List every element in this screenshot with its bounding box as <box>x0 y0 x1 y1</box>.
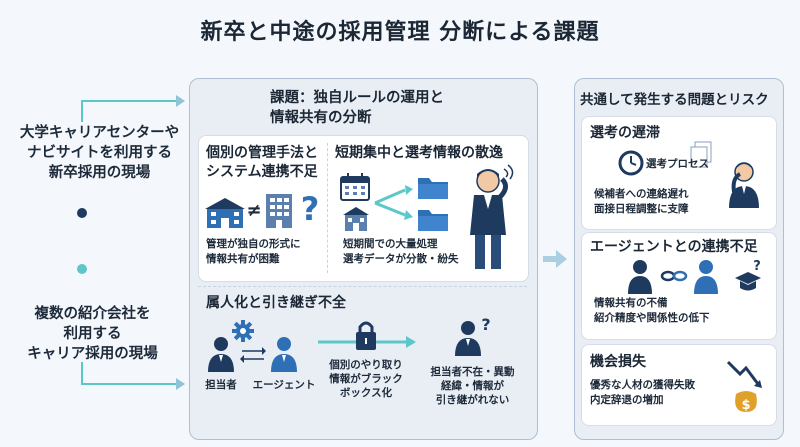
not-equal-symbol: ≠ <box>246 200 262 221</box>
agent-person-icon <box>271 337 297 372</box>
absent-text-line-2: 経緯・情報が <box>441 380 504 392</box>
career-line-1: 複数の紹介会社を <box>34 306 151 322</box>
card1-title: 個別の管理手法と システム連携不足 <box>206 144 326 182</box>
risk-card-agent-desc: 情報共有の不備 紹介精度や関係性の低下 <box>594 296 769 326</box>
lock-text: 個別のやり取り 情報がブラック ボックス化 <box>322 358 410 400</box>
card1-desc-line-2: 情報共有が困難 <box>206 253 280 265</box>
scatter-arrows-icon <box>374 185 413 220</box>
top-connector-horizontal <box>81 100 176 102</box>
bottom-connector-arrow <box>176 378 185 390</box>
card3-title: 属人化と引き継ぎ不全 <box>206 295 346 311</box>
absent-text: 担当者不在・異動 経緯・情報が 引き継がれない <box>420 365 525 407</box>
folder-icon <box>418 178 448 199</box>
bottom-connector-vertical <box>81 362 83 384</box>
center-title-line-2: 情報共有の分断 <box>270 110 372 126</box>
svg-text:?: ? <box>753 259 761 274</box>
card1-title-line-2: システム連携不足 <box>206 164 318 180</box>
svg-text:?: ? <box>481 315 490 334</box>
gear-icon <box>232 320 254 342</box>
card-split-divider <box>327 143 328 273</box>
small-building-icon <box>343 207 369 231</box>
person1-label: 担当者 <box>205 379 237 391</box>
risk-card-opportunity-desc: 優秀な人材の獲得失敗 内定辞退の増加 <box>590 378 725 408</box>
people-broken-link-icon <box>628 260 718 294</box>
card2-desc: 短期間での大量処理 選考データが分散・紛失 <box>343 237 473 267</box>
school-building-icon <box>205 198 245 228</box>
person-icon <box>208 337 234 372</box>
card2-title: 短期集中と選考情報の散逸 <box>335 145 503 161</box>
newgrad-scene-label: 大学キャリアセンターや ナビサイトを利用する 新卒採用の現場 <box>12 123 187 183</box>
risk-card-delay-desc: 候補者への連絡遅れ 面接日程調整に支障 <box>594 187 729 217</box>
exchange-arrows-icon <box>240 347 266 363</box>
risk-card-delay-desc-2: 面接日程調整に支障 <box>594 203 689 215</box>
center-panel-title: 課題：独自ルールの運用と 情報共有の分断 <box>270 88 510 128</box>
graduation-cap-icon: ? <box>735 259 761 291</box>
career-dot <box>77 264 87 274</box>
card2-desc-line-1: 短期間での大量処理 <box>343 238 438 250</box>
worried-person-icon <box>729 162 759 208</box>
risk-card-agent-title: エージェントとの連携不足 <box>590 239 758 255</box>
card2-desc-line-2: 選考データが分散・紛失 <box>343 253 459 265</box>
lock-text-line-1: 個別のやり取り <box>329 359 403 371</box>
person2-label: エージェント <box>252 379 316 391</box>
risk-card-delay-desc-1: 候補者への連絡遅れ <box>594 188 689 200</box>
top-connector-arrow <box>176 95 185 107</box>
svg-text:$: $ <box>741 398 750 413</box>
newgrad-line-2: ナビサイトを利用する <box>27 145 172 161</box>
newgrad-line-3: 新卒採用の現場 <box>48 165 151 181</box>
page-title: 新卒と中途の採用管理 分断による課題 <box>200 20 600 45</box>
folder-icon <box>418 210 448 231</box>
risk-card-agent <box>581 232 777 340</box>
career-scene-label: 複数の紹介会社を 利用する キャリア採用の現場 <box>5 304 180 364</box>
career-line-2: 利用する <box>63 326 122 342</box>
absent-text-line-3: 引き継がれない <box>435 394 510 406</box>
lock-arrow-icon <box>318 321 416 350</box>
office-building-icon <box>266 194 292 228</box>
question-mark-icon: ? <box>301 190 320 228</box>
svg-text:?: ? <box>301 190 320 228</box>
card1-desc: 管理が独自の形式に 情報共有が困難 <box>206 237 326 267</box>
risk-card-opportunity-title: 機会損失 <box>590 354 646 370</box>
document-stack-icon <box>690 141 712 168</box>
clock-icon <box>618 150 644 176</box>
center-title-line-1: 課題：独自ルールの運用と <box>270 90 444 106</box>
risk-card-opportunity-desc-2: 内定辞退の増加 <box>590 394 664 406</box>
card1-desc-line-1: 管理が独自の形式に <box>206 238 301 250</box>
confused-person-icon <box>470 164 514 269</box>
risk-card-opportunity <box>581 344 777 426</box>
newgrad-line-1: 大学キャリアセンターや <box>19 125 180 141</box>
absent-text-line-1: 担当者不在・異動 <box>430 366 515 378</box>
card3-divider <box>198 286 527 287</box>
process-label: 選考プロセス <box>646 158 709 170</box>
declining-money-icon: $ <box>726 360 762 413</box>
absent-person-icon: ? <box>455 315 491 356</box>
lock-text-line-3: ボックス化 <box>339 387 393 399</box>
career-line-3: キャリア採用の現場 <box>27 346 158 362</box>
risk-card-delay-title: 選考の遅滞 <box>590 125 660 141</box>
card1-title-line-1: 個別の管理手法と <box>206 145 318 161</box>
newgrad-dot <box>77 208 87 218</box>
risk-card-opportunity-desc-1: 優秀な人材の獲得失敗 <box>590 379 695 391</box>
risk-card-agent-desc-2: 紹介精度や関係性の低下 <box>594 312 710 324</box>
risk-card-agent-desc-1: 情報共有の不備 <box>594 297 668 309</box>
calendar-icon <box>340 173 370 201</box>
bottom-connector-horizontal <box>81 383 176 385</box>
lock-text-line-2: 情報がブラック <box>329 373 403 385</box>
top-connector-vertical <box>81 100 83 122</box>
right-panel-title: 共通して発生する問題とリスク <box>580 92 769 108</box>
flow-arrow-icon <box>543 250 567 268</box>
